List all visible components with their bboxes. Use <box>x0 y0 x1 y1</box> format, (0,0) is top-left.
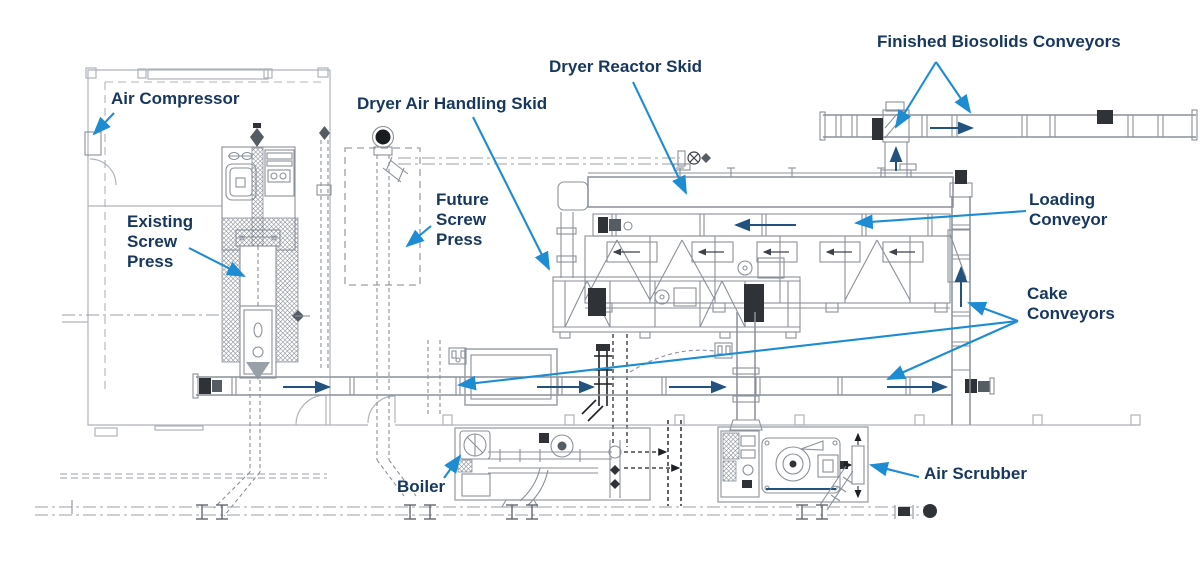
label-boiler: Boiler <box>397 477 446 496</box>
cake-conveyor-horizontal <box>192 373 995 399</box>
annotation-leaders <box>92 61 1027 479</box>
leader-cake-conveyors-3 <box>456 319 1019 391</box>
finished-biosolids-conveyors <box>819 101 1198 178</box>
leader-existing-screw-press <box>188 247 246 277</box>
leader-air-scrubber <box>868 461 920 479</box>
leader-finished-biosolids-1 <box>894 61 937 129</box>
existing-screw-press <box>213 123 310 517</box>
leader-loading-conveyor <box>853 209 1027 230</box>
label-cake-conveyors: Cake Conveyors <box>1027 284 1115 324</box>
label-dryer-air-handling-skid: Dryer Air Handling Skid <box>357 94 548 113</box>
label-dryer-reactor-skid: Dryer Reactor Skid <box>549 57 703 76</box>
yard-wall <box>330 414 1141 426</box>
leader-air-compressor <box>92 112 115 136</box>
label-loading-conveyor: Loading Conveyor <box>1029 190 1108 230</box>
leader-future-screw-press <box>405 225 432 248</box>
leader-cake-conveyors-2 <box>886 320 1019 380</box>
leader-finished-biosolids-2 <box>935 61 972 114</box>
wall-pipe <box>316 126 332 368</box>
future-screw-press <box>344 125 711 497</box>
material-flow-arrows <box>283 121 974 394</box>
boiler-skid <box>454 427 681 508</box>
utility-corridor <box>35 500 937 520</box>
label-existing-screw-press: Existing Screw Press <box>127 212 194 272</box>
label-finished-biosolids-conveyors: Finished Biosolids Conveyors <box>877 32 1121 51</box>
leader-boiler <box>443 454 462 479</box>
label-air-scrubber: Air Scrubber <box>924 464 1027 483</box>
air-scrubber-skid <box>717 426 869 511</box>
leader-dryer-reactor-skid <box>632 81 687 195</box>
dryer-air-handling-skid <box>552 276 801 339</box>
label-future-screw-press: Future Screw Press <box>436 190 489 250</box>
leader-cake-conveyors-1 <box>967 301 1019 322</box>
leader-dryer-air-handling-skid <box>472 116 550 271</box>
label-air-compressor: Air Compressor <box>111 89 240 108</box>
